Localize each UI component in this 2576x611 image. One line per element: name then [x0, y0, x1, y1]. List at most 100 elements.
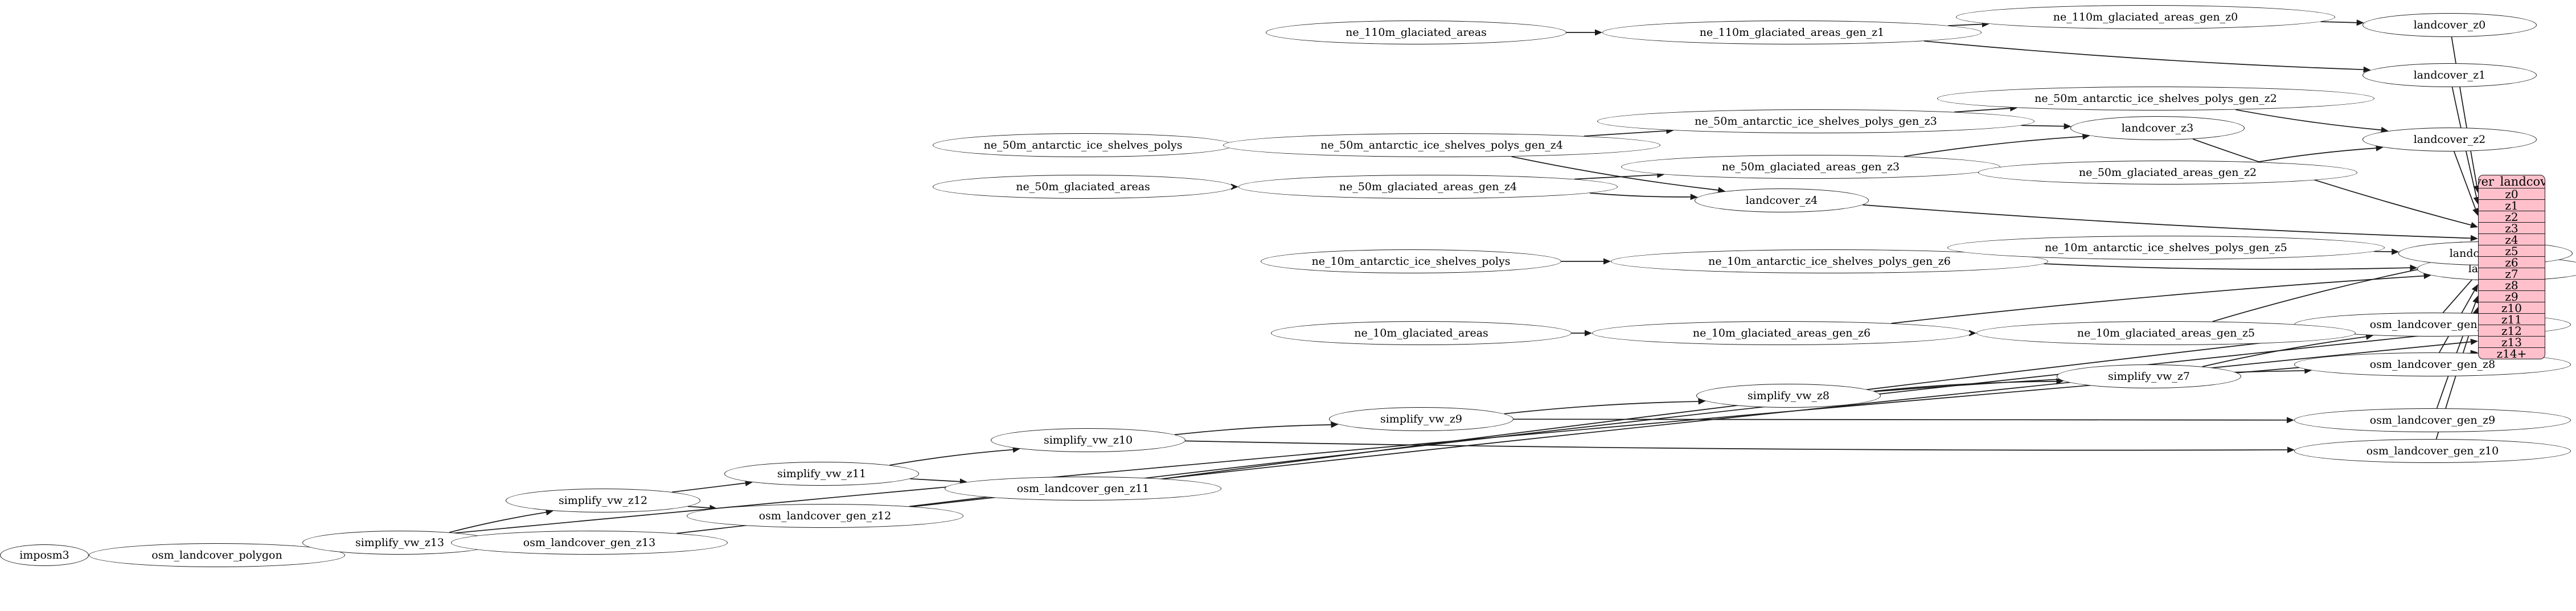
- table-row-z6[interactable]: z6: [2479, 256, 2545, 269]
- arrowhead: [2064, 123, 2072, 130]
- table-row-z12[interactable]: z12: [2479, 324, 2545, 338]
- edge-ne_50m_glaciated_areas_gen_z3-to-landcover_z3: [1904, 136, 2083, 157]
- arrowhead: [1698, 398, 1706, 405]
- arrowhead: [2472, 207, 2479, 216]
- node-simplify_vw_z11[interactable]: simplify_vw_z11: [724, 462, 919, 486]
- arrowhead: [2471, 284, 2478, 293]
- node-label: landcover_z2: [2413, 133, 2486, 146]
- arrowhead: [2056, 378, 2064, 385]
- node-label: ne_50m_glaciated_areas_gen_z3: [1721, 160, 1900, 173]
- node-ne_50m_glaciated_areas_gen_z2[interactable]: ne_50m_glaciated_areas_gen_z2: [1978, 161, 2357, 184]
- table-row-z7[interactable]: z7: [2479, 267, 2545, 281]
- node-osm_landcover_gen_z10[interactable]: osm_landcover_gen_z10: [2294, 439, 2571, 463]
- node-simplify_vw_z12[interactable]: simplify_vw_z12: [506, 489, 700, 512]
- node-simplify_vw_z9[interactable]: simplify_vw_z9: [1329, 407, 1513, 431]
- edge-simplify_vw_z11-to-osm_landcover_gen_z11: [910, 478, 960, 482]
- arrowhead: [1603, 258, 1611, 265]
- node-ne_50m_antarctic_ice_shelves_polys_gen_z4[interactable]: ne_50m_antarctic_ice_shelves_polys_gen_z…: [1223, 133, 1660, 157]
- node-ne_50m_glaciated_areas_gen_z3[interactable]: ne_50m_glaciated_areas_gen_z3: [1621, 155, 2000, 179]
- edge-simplify_vw_z12-to-osm_landcover_gen_z12: [687, 506, 710, 509]
- edge-simplify_vw_z9-to-osm_landcover_gen_z9: [1513, 419, 2287, 421]
- node-ne_110m_glaciated_areas[interactable]: ne_110m_glaciated_areas: [1266, 20, 1566, 44]
- node-ne_110m_glaciated_areas_gen_z1[interactable]: ne_110m_glaciated_areas_gen_z1: [1602, 20, 1982, 44]
- node-ne_50m_glaciated_areas_gen_z4[interactable]: ne_50m_glaciated_areas_gen_z4: [1238, 175, 1618, 199]
- node-label: osm_landcover_gen_z11: [1016, 482, 1150, 495]
- node-landcover_z2[interactable]: landcover_z2: [2362, 128, 2537, 151]
- edge-simplify_vw_z10-to-osm_landcover_gen_z10: [1185, 440, 2288, 451]
- arrowhead: [2423, 273, 2431, 280]
- node-landcover_z1[interactable]: landcover_z1: [2362, 63, 2537, 87]
- node-osm_landcover_gen_z12[interactable]: osm_landcover_gen_z12: [687, 504, 963, 528]
- edge-ne_50m_glaciated_areas_gen_z4-to-ne_50m_glaciated_areas_gen_z3: [1574, 174, 1658, 180]
- arrowhead: [1690, 194, 1698, 200]
- edge-ne_50m_glaciated_areas_gen_z2-to-landcover_z2: [2257, 147, 2376, 163]
- node-osm_landcover_gen_z9[interactable]: osm_landcover_gen_z9: [2294, 408, 2571, 432]
- node-label: osm_landcover_gen_z7: [2369, 318, 2496, 331]
- arrowhead: [745, 479, 753, 486]
- node-label: landcover_z1: [2413, 68, 2486, 81]
- node-simplify_vw_z7[interactable]: simplify_vw_z7: [2057, 364, 2241, 388]
- node-label: imposm3: [19, 548, 69, 561]
- table-row-z3[interactable]: z3: [2479, 222, 2545, 235]
- node-ne_50m_antarctic_ice_shelves_polys[interactable]: ne_50m_antarctic_ice_shelves_polys: [933, 133, 1233, 157]
- node-osm_landcover_gen_z11[interactable]: osm_landcover_gen_z11: [945, 477, 1221, 501]
- node-ne_50m_antarctic_ice_shelves_polys_gen_z3[interactable]: ne_50m_antarctic_ice_shelves_polys_gen_z…: [1597, 109, 2034, 133]
- table-row-z10[interactable]: z10: [2479, 301, 2545, 315]
- node-label: simplify_vw_z11: [777, 467, 867, 480]
- arrowhead: [2287, 417, 2295, 424]
- node-ne_10m_glaciated_areas_gen_z5[interactable]: ne_10m_glaciated_areas_gen_z5: [1976, 321, 2356, 345]
- node-ne_10m_antarctic_ice_shelves_polys[interactable]: ne_10m_antarctic_ice_shelves_polys: [1261, 249, 1561, 273]
- table-row-z9[interactable]: z9: [2479, 290, 2545, 304]
- table-row-z0[interactable]: z0: [2479, 187, 2545, 201]
- node-label: ne_50m_antarctic_ice_shelves_polys: [983, 138, 1183, 151]
- node-simplify_vw_z10[interactable]: simplify_vw_z10: [991, 428, 1186, 452]
- node-landcover_z4[interactable]: landcover_z4: [1695, 188, 1869, 212]
- node-simplify_vw_z8[interactable]: simplify_vw_z8: [1696, 384, 1881, 408]
- edge-ne_10m_glaciated_areas_gen_z6-to-landcover_z6: [1891, 275, 2424, 324]
- node-ne_50m_antarctic_ice_shelves_polys_gen_z2[interactable]: ne_50m_antarctic_ice_shelves_polys_gen_z…: [1937, 87, 2374, 110]
- node-label: ne_10m_glaciated_areas_gen_z5: [2077, 326, 2255, 339]
- node-landcover_z0[interactable]: landcover_z0: [2362, 13, 2537, 37]
- table-row-z8[interactable]: z8: [2479, 278, 2545, 292]
- edge-ne_50m_antarctic_ice_shelves_polys_gen_z4-to-landcover_z4: [1511, 156, 1718, 191]
- edge-simplify_vw_z12-to-simplify_vw_z11: [672, 482, 746, 493]
- edge-landcover_z0-to-layer_landcover:z0: [2451, 36, 2477, 186]
- arrowhead: [2470, 222, 2478, 228]
- node-landcover_z3[interactable]: landcover_z3: [2070, 116, 2245, 140]
- edge-ne_50m_antarctic_ice_shelves_polys_gen_z4-to-ne_50m_antarctic_ice_shelves_polys_gen_z3: [1584, 130, 1667, 137]
- node-label: ne_110m_glaciated_areas: [1346, 26, 1487, 39]
- node-ne_10m_antarctic_ice_shelves_polys_gen_z5[interactable]: ne_10m_antarctic_ice_shelves_polys_gen_z…: [1947, 236, 2385, 260]
- table-row-z14+[interactable]: z14+: [2479, 347, 2545, 359]
- node-label: ne_50m_antarctic_ice_shelves_polys_gen_z…: [1320, 138, 1563, 151]
- node-label: osm_landcover_gen_z12: [758, 509, 892, 522]
- table-row-z5[interactable]: z5: [2479, 244, 2545, 258]
- node-label: ne_10m_antarctic_ice_shelves_polys_gen_z…: [1708, 255, 1951, 268]
- node-label: ne_50m_antarctic_ice_shelves_polys_gen_z…: [1695, 114, 1937, 128]
- node-osm_landcover_gen_z13[interactable]: osm_landcover_gen_z13: [451, 531, 728, 555]
- arrowhead: [2363, 66, 2371, 73]
- edge-ne_10m_antarctic_ice_shelves_polys_gen_z6-to-landcover_z6: [2044, 263, 2410, 270]
- table-row-z13[interactable]: z13: [2479, 335, 2545, 349]
- node-ne_110m_glaciated_areas_gen_z0[interactable]: ne_110m_glaciated_areas_gen_z0: [1956, 5, 2335, 29]
- node-label: landcover_z3: [2121, 121, 2194, 134]
- table-row-z4[interactable]: z4: [2479, 233, 2545, 247]
- node-ne_10m_glaciated_areas[interactable]: ne_10m_glaciated_areas: [1271, 321, 1572, 345]
- table-row-z1[interactable]: z1: [2479, 199, 2545, 212]
- edge-ne_10m_glaciated_areas_gen_z5-to-landcover_z5: [2212, 265, 2436, 322]
- arrowhead: [1595, 29, 1602, 36]
- node-label: ne_110m_glaciated_areas_gen_z0: [2053, 10, 2238, 23]
- node-osm_landcover_polygon[interactable]: osm_landcover_polygon: [89, 543, 345, 567]
- node-imposm3[interactable]: imposm3: [0, 544, 89, 566]
- node-ne_10m_glaciated_areas_gen_z6[interactable]: ne_10m_glaciated_areas_gen_z6: [1592, 321, 1971, 345]
- layer-landcover-table[interactable]: layer_landcoverz0z1z2z3z4z5z6z7z8z9z10z1…: [2478, 175, 2545, 359]
- node-label: ne_10m_antarctic_ice_shelves_polys_gen_z…: [2045, 241, 2287, 254]
- edge-ne_50m_antarctic_ice_shelves_polys_gen_z3-to-ne_50m_antarctic_ice_shelves_polys_gen_z2: [1954, 108, 2011, 113]
- node-label: simplify_vw_z9: [1380, 412, 1463, 425]
- table-row-z11[interactable]: z11: [2479, 313, 2545, 326]
- table-row-z2[interactable]: z2: [2479, 210, 2545, 224]
- arrowhead: [2287, 446, 2295, 453]
- node-label: ne_50m_glaciated_areas_gen_z2: [2078, 166, 2257, 179]
- arrowhead: [2392, 248, 2399, 255]
- node-ne_50m_glaciated_areas[interactable]: ne_50m_glaciated_areas: [933, 175, 1233, 199]
- edge-osm_landcover_gen_z7-to-layer_landcover:z7: [2442, 278, 2474, 313]
